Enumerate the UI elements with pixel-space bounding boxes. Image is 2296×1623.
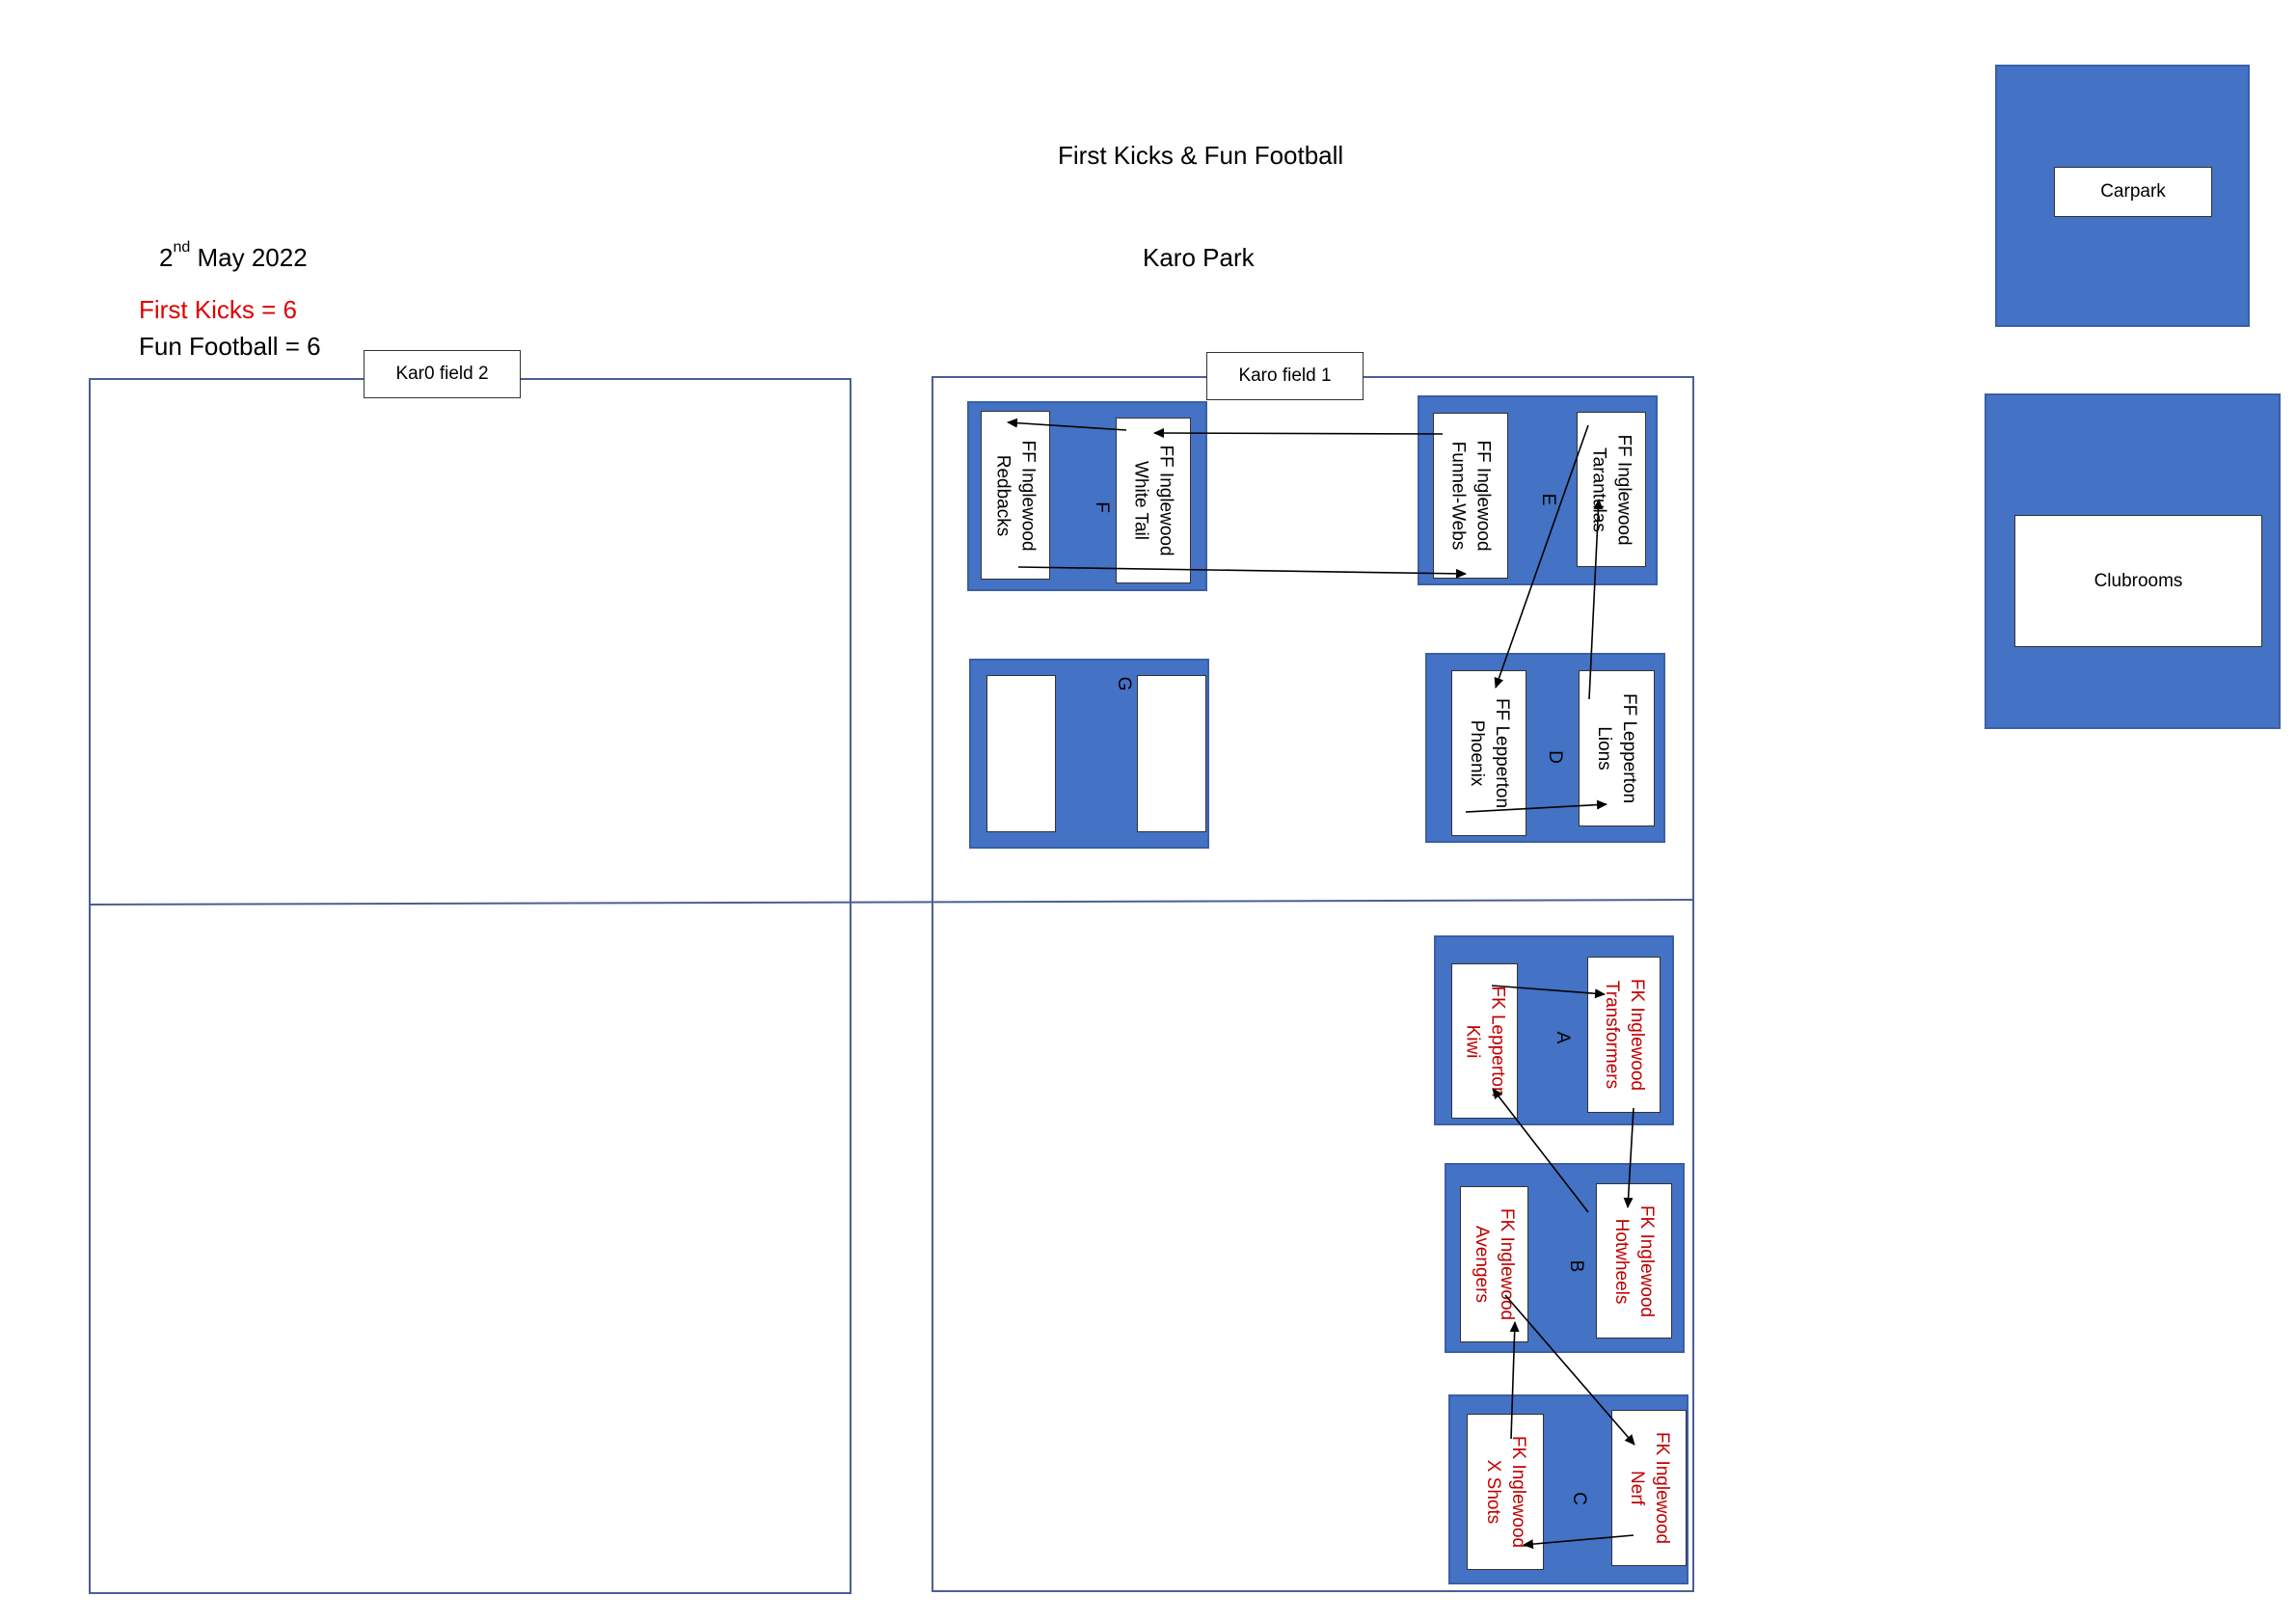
team-fk-inglewood-nerf: FK Inglewood Nerf xyxy=(1611,1410,1687,1566)
date-suffix: nd xyxy=(173,239,191,256)
fun-football-count: Fun Football = 6 xyxy=(139,332,321,361)
pitch-g-left-slot xyxy=(986,675,1056,832)
team-fk-inglewood-avengers: FK Inglewood Avengers xyxy=(1460,1186,1528,1342)
team-name: FK Lepperton Kiwi xyxy=(1462,985,1508,1097)
pitch-letter-d: D xyxy=(1545,750,1565,764)
date-day: 2 xyxy=(159,243,174,272)
venue-name: Karo Park xyxy=(1143,243,1255,272)
team-name: FF Inglewood Funnel-Webs xyxy=(1448,440,1494,552)
team-ff-inglewood-tarantulas: FF Inglewood Tarantulas xyxy=(1577,412,1646,567)
pitch-letter-f: F xyxy=(1092,501,1112,513)
team-name: FF Inglewood Redbacks xyxy=(993,439,1039,552)
pitch-c: FK Inglewood X Shots C FK Inglewood Nerf xyxy=(1448,1394,1688,1584)
pitch-b: FK Inglewood Avengers B FK Inglewood Hot… xyxy=(1445,1163,1685,1353)
team-name: FF Lepperton Phoenix xyxy=(1467,697,1513,809)
pitch-letter-g: G xyxy=(1114,676,1134,691)
pitch-letter-b: B xyxy=(1566,1259,1586,1273)
team-name: FK Inglewood X Shots xyxy=(1483,1435,1528,1549)
team-name: FF Inglewood White Tail xyxy=(1131,445,1176,556)
event-date: 2nd May 2022 xyxy=(159,239,308,273)
field-2-label: Kar0 field 2 xyxy=(364,350,521,398)
clubrooms-label: Clubrooms xyxy=(2014,515,2262,647)
team-name: FF Lepperton Lions xyxy=(1594,692,1640,804)
team-ff-inglewood-funnel-webs: FF Inglewood Funnel-Webs xyxy=(1433,413,1508,579)
team-ff-lepperton-phoenix: FF Lepperton Phoenix xyxy=(1451,670,1526,836)
pitch-a: FK Lepperton Kiwi A FK Inglewood Transfo… xyxy=(1434,935,1674,1125)
first-kicks-count: First Kicks = 6 xyxy=(139,295,297,324)
pitch-g: G xyxy=(969,659,1209,849)
team-name: FK Inglewood Transformers xyxy=(1602,978,1647,1092)
pitch-e: FF Inglewood Funnel-Webs E FF Inglewood … xyxy=(1418,395,1658,585)
carpark-block: Carpark xyxy=(1995,65,2250,327)
team-name: FK Inglewood Avengers xyxy=(1472,1207,1518,1321)
team-name: FF Inglewood Tarantulas xyxy=(1589,433,1634,546)
clubrooms-block: Clubrooms xyxy=(1985,393,2281,729)
team-fk-lepperton-kiwi: FK Lepperton Kiwi xyxy=(1451,963,1518,1119)
page-title: First Kicks & Fun Football xyxy=(1058,141,1344,170)
team-fk-inglewood-hotwheels: FK Inglewood Hotwheels xyxy=(1596,1183,1672,1339)
team-name: FK Inglewood Nerf xyxy=(1627,1431,1672,1545)
team-fk-inglewood-transformers: FK Inglewood Transformers xyxy=(1587,957,1661,1113)
pitch-letter-a: A xyxy=(1553,1031,1573,1044)
pitch-letter-e: E xyxy=(1538,493,1558,506)
pitch-g-right-slot xyxy=(1137,675,1206,832)
team-ff-inglewood-redbacks: FF Inglewood Redbacks xyxy=(981,411,1050,580)
field-1-label: Karo field 1 xyxy=(1206,352,1364,400)
pitch-d: FF Lepperton Phoenix D FF Lepperton Lion… xyxy=(1425,653,1665,843)
date-rest: May 2022 xyxy=(190,243,308,272)
team-fk-inglewood-x-shots: FK Inglewood X Shots xyxy=(1467,1414,1544,1570)
team-ff-lepperton-lions: FF Lepperton Lions xyxy=(1579,670,1655,826)
team-name: FK Inglewood Hotwheels xyxy=(1611,1204,1658,1317)
pitch-f: FF Inglewood Redbacks F FF Inglewood Whi… xyxy=(967,401,1207,591)
pitch-letter-c: C xyxy=(1569,1492,1589,1505)
team-ff-inglewood-white-tail: FF Inglewood White Tail xyxy=(1116,418,1191,583)
carpark-label: Carpark xyxy=(2054,167,2212,217)
